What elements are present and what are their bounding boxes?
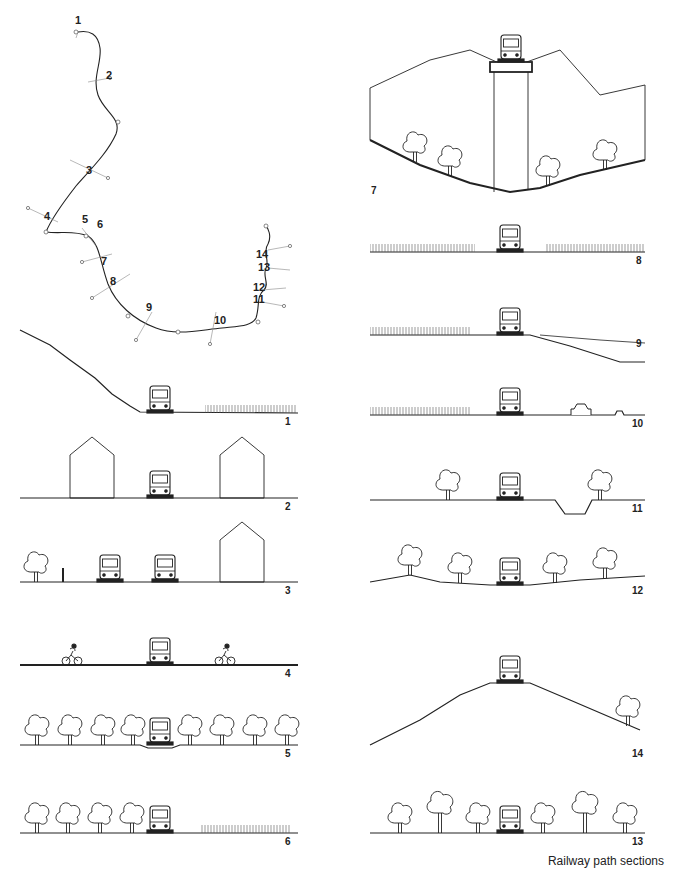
section-number: 9 xyxy=(636,339,642,349)
section-number: 13 xyxy=(632,837,643,847)
map-callout-number: 4 xyxy=(44,211,50,222)
map-callout-number: 3 xyxy=(86,165,92,176)
map-callout-number: 13 xyxy=(258,262,270,273)
map-callout-number: 8 xyxy=(110,276,116,287)
section-number: 6 xyxy=(285,837,291,847)
section-number: 1 xyxy=(285,417,291,427)
map-callout-number: 2 xyxy=(106,70,112,81)
section-number: 8 xyxy=(636,256,642,266)
section-number: 10 xyxy=(632,419,643,429)
section-number: 4 xyxy=(285,669,291,679)
section-number: 7 xyxy=(371,186,377,196)
map-callout-number: 10 xyxy=(214,315,226,326)
section-number: 14 xyxy=(632,749,643,759)
map-callout-number: 6 xyxy=(97,219,103,230)
section-number: 2 xyxy=(285,502,291,512)
map-callout-number: 12 xyxy=(253,282,265,293)
section-number: 12 xyxy=(632,586,643,596)
map-callout-number: 11 xyxy=(253,294,265,305)
map-callout-number: 14 xyxy=(256,249,268,260)
map-callout-number: 9 xyxy=(146,302,152,313)
cross-sections xyxy=(20,35,645,833)
caption: Railway path sections xyxy=(548,855,664,867)
map-callout-number: 1 xyxy=(75,15,81,26)
map-callout-number: 7 xyxy=(101,256,107,267)
route-map xyxy=(26,30,291,346)
map-callout-number: 5 xyxy=(82,214,88,225)
section-number: 11 xyxy=(632,504,643,514)
section-number: 3 xyxy=(285,586,291,596)
section-number: 5 xyxy=(285,749,291,759)
